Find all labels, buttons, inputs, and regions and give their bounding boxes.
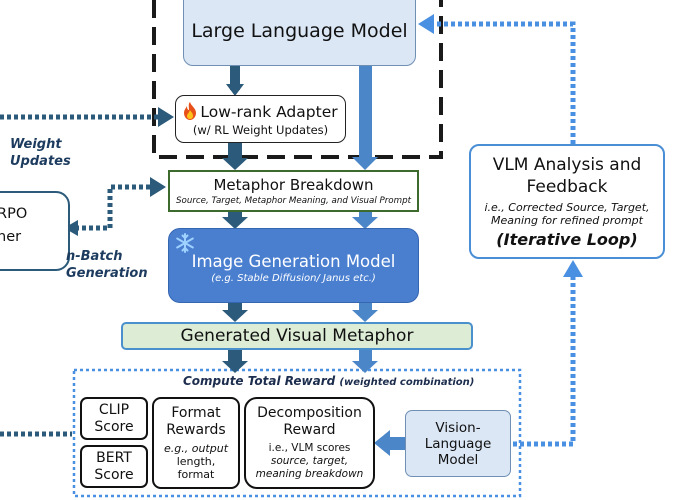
mb-label: Metaphor Breakdown — [213, 176, 374, 194]
llm-frame — [152, 0, 443, 159]
feedback-line1: VLM Analysis and — [492, 155, 642, 175]
n-batch-label: n-Batch Generation — [66, 248, 148, 282]
vision-language-model-box: Vision- Language Model — [405, 410, 511, 477]
weight-updates-line2: Updates — [10, 154, 71, 169]
decomposition-line1: Decomposition — [257, 405, 362, 421]
igm-label: Image Generation Model — [191, 251, 396, 271]
decomposition-line2: Reward — [283, 422, 336, 438]
decomposition-reward-box: Decomposition Reward i.e., VLM scores so… — [244, 397, 375, 489]
generated-metaphor-box: Generated Visual Metaphor — [121, 322, 473, 350]
feedback-sub2: Meaning for refined prompt — [491, 214, 643, 227]
format-rewards-box: Format Rewards e.g., output length, form… — [152, 397, 240, 489]
feedback-to-llm-line — [432, 21, 576, 144]
vlm-line3: Model — [437, 451, 479, 468]
format-sub3: format — [177, 468, 215, 481]
gvm-to-reward-arrow-right — [352, 350, 378, 373]
vlm-to-decomposition-arrow — [374, 430, 406, 456]
vlm-to-feedback-line — [513, 276, 576, 447]
igm-to-gvm-arrow-left — [222, 303, 248, 322]
vlm-feedback-box: VLM Analysis and Feedback i.e., Correcte… — [469, 144, 665, 259]
igm-sublabel: (e.g. Stable Diffusion/ Janus etc.) — [211, 272, 376, 284]
bert-line2: Score — [94, 466, 134, 483]
clip-score-box: CLIP Score — [80, 397, 148, 440]
reward-frame — [72, 368, 522, 498]
format-line1: Format — [171, 405, 221, 421]
feedback-arrowhead — [418, 14, 434, 34]
reward-title-note: (weighted combination) — [339, 377, 475, 388]
feedback-line2: Feedback — [526, 177, 608, 197]
decomposition-sub: i.e., VLM scores source, target, meaning… — [256, 442, 364, 481]
reward-title-main: Compute Total Reward — [183, 374, 336, 388]
reward-title: Compute Total Reward (weighted combinati… — [183, 374, 474, 388]
lora-sublabel: (w/ RL Weight Updates) — [192, 122, 329, 137]
fire-icon — [184, 101, 197, 120]
lora-to-mb-arrow — [222, 143, 248, 170]
mb-to-igm-arrow-right — [352, 212, 378, 229]
decomposition-sub1: i.e., VLM scores — [268, 442, 351, 454]
batch-arrowhead — [150, 177, 166, 197]
format-sub: e.g., output length, format — [164, 442, 228, 481]
batch-left-arrowhead — [64, 220, 78, 236]
lora-title: Low-rank Adapter — [183, 101, 338, 121]
format-sub2: length, — [176, 455, 216, 468]
weight-update-arrowhead — [158, 107, 174, 127]
bert-score-box: BERT Score — [80, 445, 148, 488]
grpo-line2: ner — [0, 229, 22, 245]
decomposition-sub3: meaning breakdown — [255, 468, 364, 480]
mb-to-igm-arrow-left — [222, 212, 248, 229]
decomposition-sub2: source, target, — [270, 455, 349, 467]
igm-to-gvm-arrow-right — [352, 303, 378, 322]
feedback-up-arrowhead — [563, 260, 583, 277]
bert-line1: BERT — [96, 449, 132, 466]
format-line2: Rewards — [166, 422, 226, 438]
llm-to-mb-arrow — [352, 66, 378, 170]
vlm-line1: Vision- — [435, 419, 481, 436]
format-sub1: e.g., output — [163, 442, 229, 455]
llm-label: Large Language Model — [191, 20, 408, 42]
clip-line1: CLIP — [98, 401, 130, 418]
lora-label: Low-rank Adapter — [200, 102, 338, 121]
grpo-trainer-box — [0, 191, 70, 271]
vlm-line2: Language — [424, 435, 492, 452]
gvm-label: Generated Visual Metaphor — [180, 326, 414, 346]
n-batch-line2: Generation — [66, 266, 148, 281]
clip-line2: Score — [94, 418, 134, 435]
grpo-line1: RPO — [0, 206, 28, 222]
metaphor-breakdown-box: Metaphor Breakdown Source, Target, Metap… — [168, 170, 419, 212]
llm-box: Large Language Model — [183, 0, 416, 66]
image-generation-box: Image Generation Model (e.g. Stable Diff… — [168, 228, 419, 303]
weight-updates-line1: Weight — [10, 137, 62, 152]
lora-box: Low-rank Adapter (w/ RL Weight Updates) — [175, 95, 346, 143]
gvm-to-reward-arrow-left — [222, 350, 248, 373]
mb-sublabel: Source, Target, Metaphor Meaning, and Vi… — [176, 196, 411, 206]
feedback-loop-label: (Iterative Loop) — [496, 230, 638, 249]
n-batch-line1: n-Batch — [66, 249, 123, 264]
batch-line — [75, 184, 150, 231]
snowflake-icon — [176, 233, 194, 253]
feedback-sub1: i.e., Corrected Source, Target, — [484, 201, 650, 214]
weight-updates-label: Weight Updates — [10, 136, 71, 170]
